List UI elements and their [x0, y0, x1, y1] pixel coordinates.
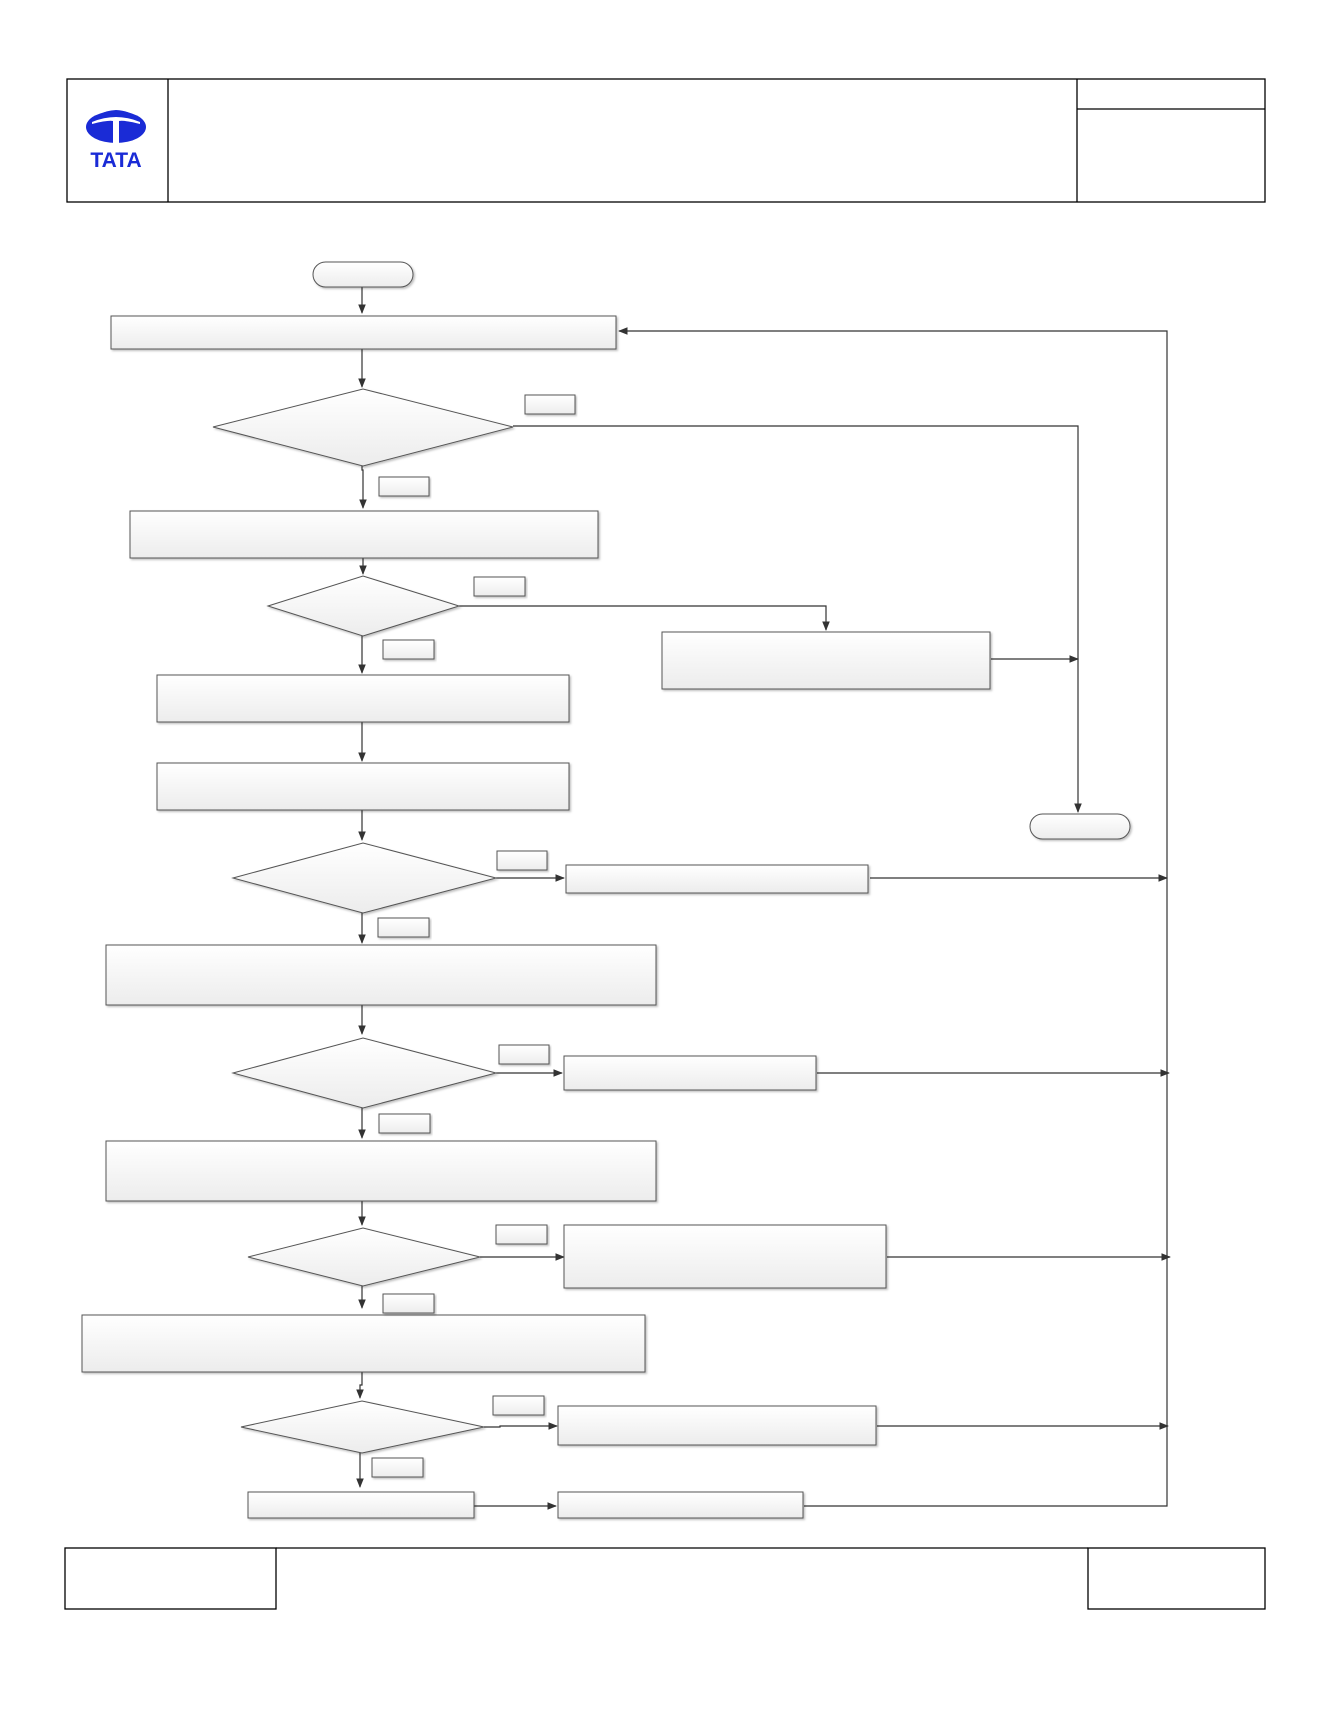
process-box: [105, 1140, 657, 1202]
branch-label: [496, 850, 548, 871]
branch-labels: [371, 394, 576, 1478]
process-boxes: [81, 315, 991, 1519]
decision-diamond: [247, 1227, 481, 1287]
branch-label: [495, 1224, 548, 1245]
process-box: [105, 944, 657, 1006]
footer-block: [64, 1547, 1266, 1610]
terminal-end: [1029, 813, 1131, 840]
process-box: [110, 315, 617, 350]
decision-diamonds: [212, 388, 514, 1454]
terminal-start: [312, 261, 414, 288]
decision-diamond: [231, 1037, 498, 1109]
logo-text: TATA: [90, 149, 141, 172]
process-box: [661, 631, 991, 690]
branch-label: [498, 1044, 550, 1065]
process-box: [247, 1491, 475, 1519]
process-box: [557, 1405, 877, 1446]
decision-diamond: [231, 842, 498, 914]
decision-diamond: [212, 388, 514, 467]
process-box: [563, 1055, 817, 1091]
branch-label: [378, 1113, 431, 1134]
decision-diamond: [240, 1400, 485, 1454]
process-box: [563, 1224, 887, 1289]
process-box: [129, 510, 599, 559]
branch-label: [492, 1395, 545, 1416]
branch-label: [377, 917, 430, 938]
branch-label: [382, 1293, 435, 1314]
decision-diamond: [266, 575, 461, 637]
process-box: [81, 1314, 646, 1373]
header-block: TATA: [66, 78, 1266, 203]
branch-label: [382, 639, 435, 660]
connectors: [356, 287, 1171, 1510]
branch-label: [524, 394, 576, 415]
branch-label: [378, 476, 430, 497]
process-box: [156, 762, 570, 811]
branch-label: [473, 576, 526, 597]
tata-logo-icon: TATA: [86, 110, 146, 172]
process-box: [557, 1491, 804, 1519]
process-box: [565, 864, 869, 894]
branch-label: [371, 1457, 424, 1478]
process-box: [156, 674, 570, 723]
